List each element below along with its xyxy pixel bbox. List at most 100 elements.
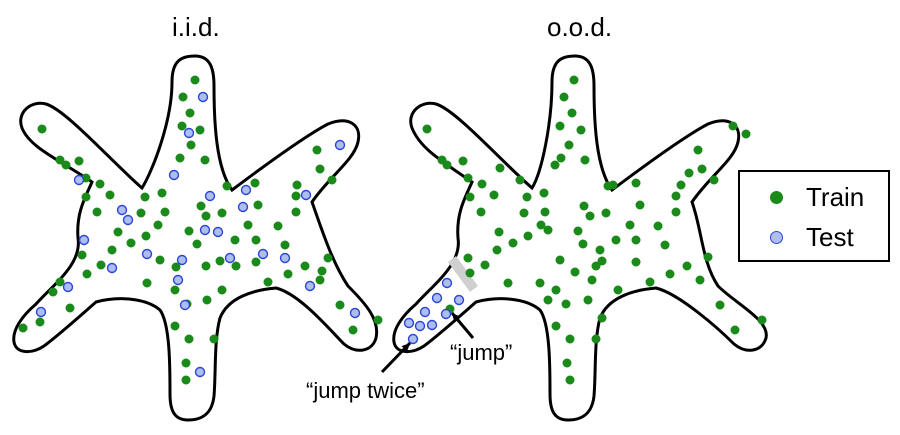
ood-train-point: [480, 260, 490, 270]
iid-train-point: [81, 192, 91, 202]
ood-train-point: [611, 235, 621, 245]
iid-train-point: [141, 231, 151, 241]
legend-test-label: Test: [806, 222, 854, 252]
train-marker-icon: [770, 191, 783, 204]
iid-train-point: [105, 190, 115, 200]
iid-train-point: [335, 300, 345, 310]
ood-train-point: [562, 358, 572, 368]
ood-train-point: [463, 253, 473, 263]
iid-train-point: [200, 155, 210, 165]
iid-test-point: [237, 201, 249, 213]
iid-train-point: [61, 160, 71, 170]
iid-train-point: [291, 191, 301, 201]
iid-test-point: [212, 226, 224, 238]
ood-train-point: [693, 145, 703, 155]
iid-train-point: [171, 262, 181, 272]
ood-test-point: [440, 308, 452, 320]
ood-train-point: [540, 207, 550, 217]
ood-test-point: [426, 319, 438, 331]
iid-test-point: [176, 254, 188, 266]
ood-train-point: [703, 252, 713, 262]
ood-train-point: [591, 334, 601, 344]
ood-train-point: [595, 245, 605, 255]
iid-test-point: [122, 214, 134, 226]
iid-train-point: [292, 180, 302, 190]
iid-train-point: [253, 200, 263, 210]
iid-test-point: [334, 139, 346, 151]
iid-train-point: [184, 226, 194, 236]
iid-train-point: [96, 260, 106, 270]
iid-train-point: [230, 235, 240, 245]
ood-train-point: [715, 300, 725, 310]
iid-train-point: [92, 207, 102, 217]
iid-train-point: [107, 245, 117, 255]
iid-train-point: [283, 269, 293, 279]
ood-train-point: [536, 220, 546, 230]
ood-train-point: [757, 315, 767, 325]
ood-train-point: [580, 155, 590, 165]
ood-train-point: [587, 275, 597, 285]
ood-train-point: [635, 200, 645, 210]
ood-train-point: [422, 124, 432, 134]
ood-test-point: [453, 294, 465, 306]
iid-train-point: [160, 207, 170, 217]
ood-star-outline: [392, 54, 768, 422]
iid-train-point: [251, 257, 261, 267]
iid-train-point: [35, 317, 45, 327]
ood-train-point: [665, 269, 675, 279]
iid-train-point: [82, 269, 92, 279]
ood-train-point: [613, 285, 623, 295]
iid-train-point: [250, 178, 260, 188]
ood-train-point: [564, 140, 574, 150]
iid-train-point: [215, 256, 225, 266]
iid-train-point: [348, 325, 358, 335]
ood-train-point: [465, 268, 475, 278]
ood-train-point: [583, 295, 593, 305]
iid-train-point: [184, 334, 194, 344]
iid-train-point: [155, 255, 165, 265]
ood-train-point: [555, 121, 565, 131]
jump-twice-annotation: “jump twice”: [306, 378, 425, 403]
iid-train-point: [323, 253, 333, 263]
ood-boundary-shade: [448, 256, 478, 292]
iid-train-point: [201, 261, 211, 271]
ood-train-point: [458, 156, 468, 166]
iid-test-point: [116, 204, 128, 216]
ood-train-point: [508, 238, 518, 248]
ood-train-point: [569, 75, 579, 85]
iid-test-point: [240, 184, 252, 196]
ood-train-point: [697, 164, 707, 174]
ood-train-point: [561, 299, 571, 309]
ood-train-point: [676, 180, 686, 190]
ood-train-point: [608, 180, 618, 190]
ood-train-point: [492, 245, 502, 255]
ood-train-point: [519, 208, 529, 218]
ood-test-point: [419, 306, 431, 318]
ood-train-point: [695, 275, 705, 285]
jump-arrow-head: [452, 313, 461, 322]
annotation-arrows: [380, 312, 475, 374]
legend-train-row: Train: [740, 178, 888, 218]
iid-test-point: [257, 248, 269, 260]
iid-train-point: [153, 220, 163, 230]
iid-train-point: [18, 323, 28, 333]
ood-train-point: [535, 278, 545, 288]
iid-train-point: [126, 238, 136, 248]
legend-train-label: Train: [806, 182, 865, 212]
ood-test-point: [441, 277, 453, 289]
iid-train-point: [175, 153, 185, 163]
ood-train-point: [631, 235, 641, 245]
ood-train-point: [660, 240, 670, 250]
ood-train-point: [567, 108, 577, 118]
iid-test-point: [300, 189, 312, 201]
iid-train-point: [315, 164, 325, 174]
iid-train-point: [48, 287, 58, 297]
iid-train-point: [185, 108, 195, 118]
iid-train-point: [170, 321, 180, 331]
ood-train-point: [671, 191, 681, 201]
ood-train-point: [477, 179, 487, 189]
ood-train-point: [559, 92, 569, 102]
iid-train-point: [273, 221, 283, 231]
